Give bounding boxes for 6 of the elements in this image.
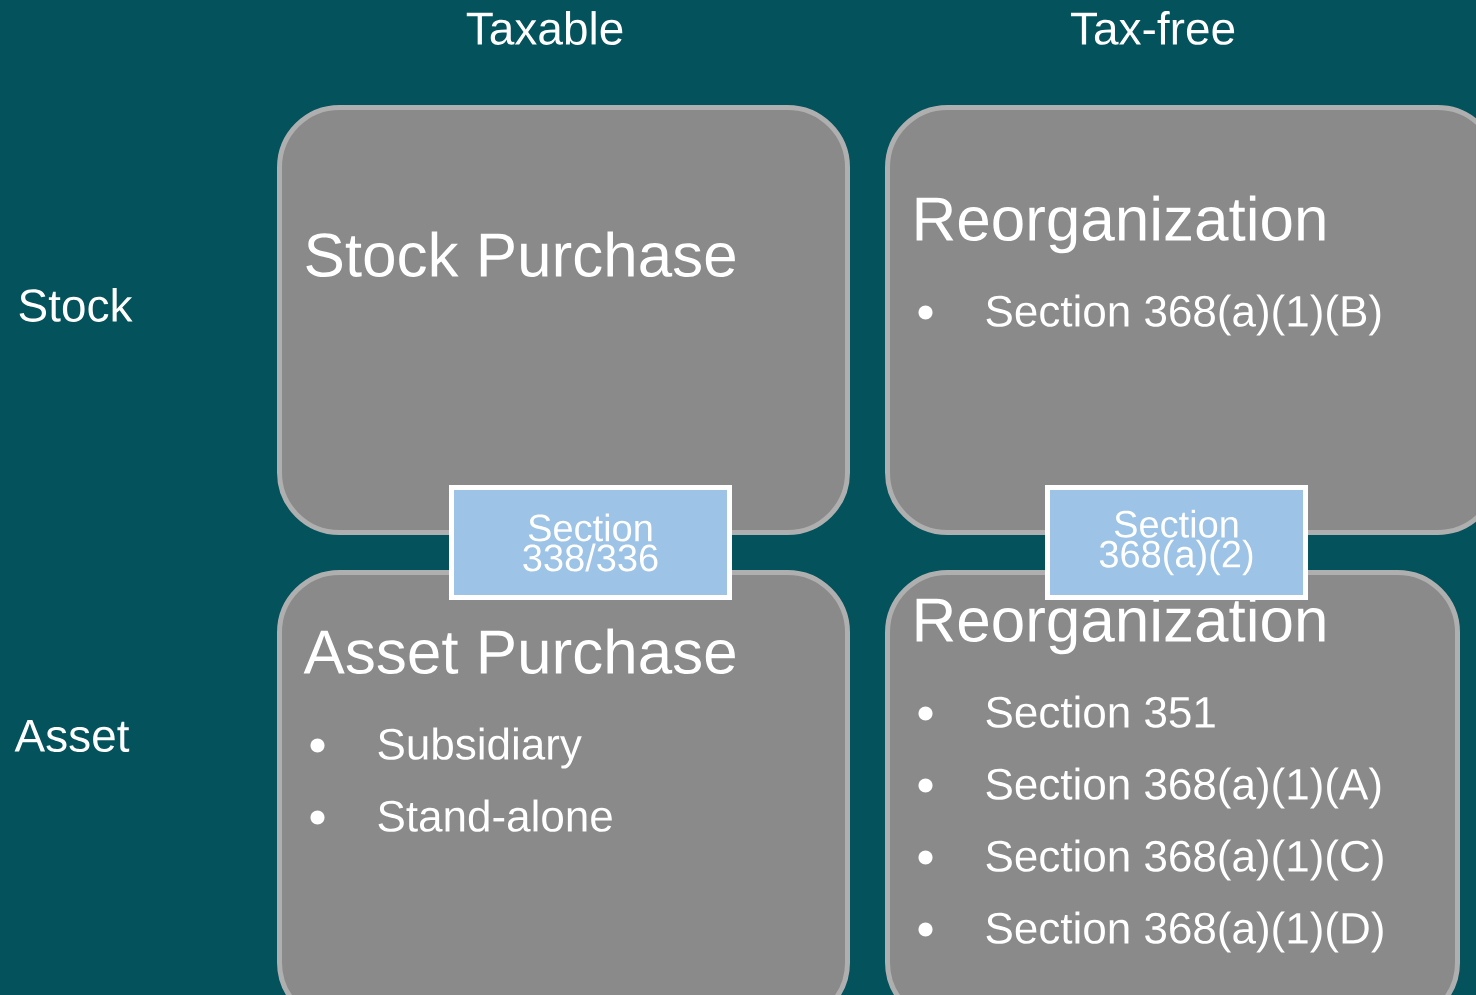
section-tag: Section 338/336 — [449, 485, 732, 600]
axis-heading: Asset — [14, 719, 130, 753]
axis-heading: Tax-free — [1070, 11, 1235, 45]
axis-heading: Stock — [19, 288, 133, 322]
section-tag: Section 368(a)(2) — [1045, 485, 1308, 600]
axis-heading: Taxable — [466, 11, 623, 45]
